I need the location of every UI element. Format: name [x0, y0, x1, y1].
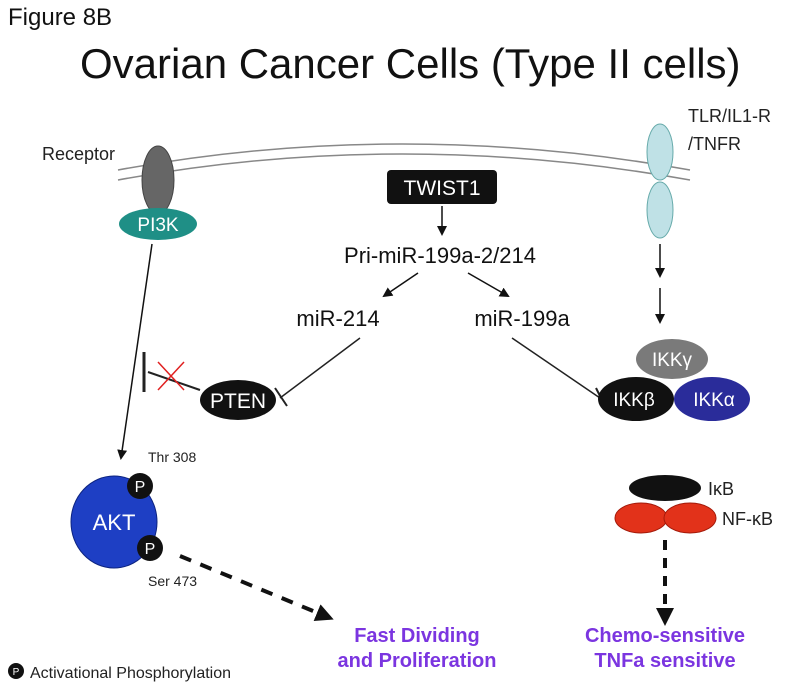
- akt-node: [70, 475, 158, 569]
- ikk-alpha-node: [674, 377, 750, 421]
- output-chemo-line1: Chemo-sensitive: [584, 625, 746, 647]
- pi3k-to-akt-arrow: [117, 243, 153, 460]
- twist1-label: TWIST1: [404, 177, 481, 200]
- figure-label: Figure 8B: [8, 4, 113, 31]
- thr308-label: Thr 308: [148, 449, 196, 465]
- mir199a-label: miR-199a: [474, 306, 570, 331]
- legend-p-symbol: P: [13, 667, 20, 678]
- arrow-to-mir199a: [467, 272, 510, 297]
- ikk-beta-node: [598, 377, 674, 421]
- pten-inhibit-line: [147, 371, 201, 391]
- legend-phospho-icon: [8, 663, 24, 679]
- arrow-to-mir214: [382, 272, 419, 298]
- legend-label: Activational Phosphorylation: [30, 665, 231, 682]
- akt-label: AKT: [93, 510, 136, 535]
- mir214-inhibit-line: [279, 337, 361, 399]
- pten-node: [200, 380, 276, 420]
- tlr-label: TLR/IL1-R: [688, 106, 771, 126]
- tlr-receptor-top: [646, 123, 674, 181]
- mir199a-inhibit-line: [511, 337, 601, 399]
- output-chemo-line2: TNFa sensitive: [594, 650, 736, 672]
- nfkb-left-node: [614, 502, 668, 534]
- output-proliferation: Fast Dividing and Proliferation: [322, 624, 512, 674]
- ikb-label: IκB: [708, 479, 734, 499]
- ikk-gamma-node: [636, 339, 708, 379]
- nfkb-right-node: [663, 502, 717, 534]
- twist1-node: [387, 170, 497, 204]
- phospho-ser473-icon: [137, 535, 163, 561]
- phospho-thr308-icon: [127, 473, 153, 499]
- tnfr-label: /TNFR: [688, 134, 741, 154]
- pten-label: PTEN: [210, 390, 266, 413]
- pi3k-node: [119, 208, 197, 240]
- ikk-gamma-label: IKKγ: [652, 350, 693, 371]
- phospho-p-bottom: P: [145, 541, 156, 558]
- ikk-beta-label: IKKβ: [613, 390, 655, 411]
- pri-mir-label: Pri-miR-199a-2/214: [344, 243, 536, 268]
- output-proliferation-line1: Fast Dividing: [354, 625, 480, 647]
- nfkb-label: NF-κB: [722, 509, 773, 529]
- mir214-inhibit-bar: [274, 387, 288, 407]
- output-proliferation-line2: and Proliferation: [337, 650, 497, 672]
- output-chemo-sensitive: Chemo-sensitive TNFa sensitive: [570, 624, 760, 674]
- pi3k-label: PI3K: [137, 215, 179, 236]
- receptor-label: Receptor: [42, 144, 115, 164]
- phospho-p-top: P: [135, 479, 146, 496]
- akt-output-arrow: [179, 554, 334, 621]
- membrane-outer: [117, 143, 691, 171]
- diagram-title: Ovarian Cancer Cells (Type II cells): [80, 40, 741, 87]
- ikk-alpha-label: IKKα: [693, 390, 735, 411]
- ser473-label: Ser 473: [148, 573, 197, 589]
- red-x-2: [157, 361, 185, 391]
- mir214-label: miR-214: [296, 306, 379, 331]
- ikb-node: [629, 475, 701, 501]
- receptor-shape: [141, 145, 175, 215]
- membrane-inner: [117, 153, 691, 181]
- tlr-receptor-bottom: [646, 181, 674, 239]
